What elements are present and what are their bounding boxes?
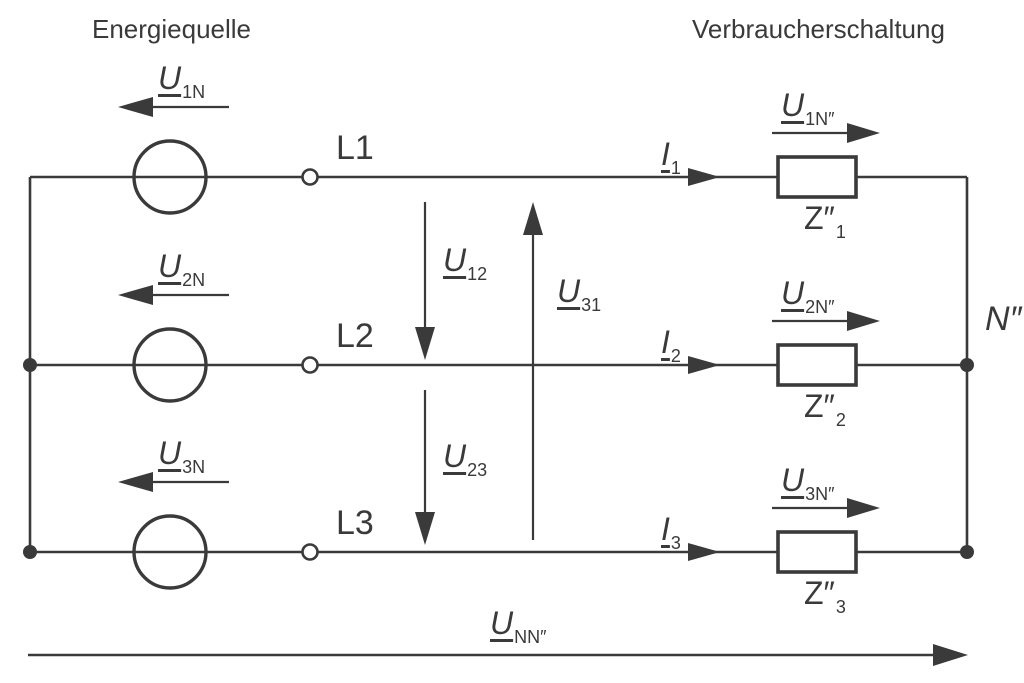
junction-dot-neutral-l2 [960,358,974,372]
voltage-arrow-u23 [415,390,435,545]
voltage-arrow-u1n [118,97,229,117]
subscript: 3 [670,533,681,553]
label-voltage-u1n: U1N [158,62,205,101]
symbol: Z″ [804,200,835,236]
symbol: U [781,87,805,123]
symbol: I [661,136,670,172]
label-line-l3: L3 [336,504,374,542]
label-impedance-z3: Z″3 [804,577,846,616]
label-line-l1: L1 [336,129,374,167]
subscript: 2N″ [805,297,835,317]
subscript: 31 [581,295,602,315]
subscript: NN″ [514,627,547,647]
label-current-i2: I2 [661,326,681,365]
label-voltage-u2n2: U2N″ [781,277,835,316]
label-voltage-u2n: U2N [158,250,205,289]
source-circle-phase2 [132,327,208,403]
subscript: 1N″ [805,109,835,129]
current-arrow-i1 [688,168,720,186]
label-current-i3: I3 [661,513,681,552]
label-voltage-unn2: UNN″ [490,607,546,646]
symbol: U [557,273,581,309]
voltage-arrow-u1n2 [772,123,880,143]
subscript: 2 [670,346,681,366]
voltage-arrow-unn2 [28,644,968,666]
voltage-arrow-u12 [415,202,435,360]
label-voltage-u23: U23 [443,440,487,479]
impedance-box-z1 [776,155,858,199]
label-voltage-u3n: U3N [158,437,205,476]
symbol: U [443,438,467,474]
symbol: U [158,248,182,284]
subscript: 12 [467,264,488,284]
symbol: Z″ [804,575,835,611]
junction-dot-left-l3 [23,545,37,559]
label-voltage-u3n2: U3N″ [781,464,835,503]
subscript: 2 [835,410,846,430]
label-neutral-node: N″ [985,300,1022,338]
junction-dot-left-l2 [23,358,37,372]
symbol: Z″ [804,388,835,424]
symbol: U [158,60,182,96]
title-energy-source: Energiequelle [92,14,252,44]
symbol: U [443,242,467,278]
terminal-l2 [301,356,319,374]
label-voltage-u1n2: U1N″ [781,89,835,128]
symbol: U [158,435,182,471]
subscript: 3N″ [805,484,835,504]
subscript: 23 [467,460,488,480]
current-arrow-i3 [688,543,720,561]
terminal-l1 [301,168,319,186]
symbol: U [490,605,514,641]
source-circle-phase3 [132,514,208,590]
subscript: 3N [182,457,206,477]
subscript: 3 [835,597,846,617]
terminal-l3 [301,543,319,561]
voltage-arrow-u31 [523,202,543,540]
subscript: 2N [182,270,206,290]
label-voltage-u31: U31 [557,275,601,314]
symbol: U [781,462,805,498]
voltage-arrow-u3n [118,472,229,492]
subscript: 1 [670,158,681,178]
symbol: U [781,275,805,311]
subscript: 1 [835,222,846,242]
impedance-box-z3 [776,530,858,574]
symbol: I [661,324,670,360]
title-load-circuit: Verbraucherschaltung [692,14,945,44]
source-circle-phase1 [132,139,208,215]
voltage-arrow-u2n2 [772,311,880,331]
voltage-arrow-u3n2 [772,498,880,518]
impedance-box-z2 [776,343,858,387]
label-line-l2: L2 [336,317,374,355]
label-impedance-z1: Z″1 [804,202,846,241]
symbol: I [661,511,670,547]
label-voltage-u12: U12 [443,244,487,283]
voltage-arrow-u2n [118,285,229,305]
label-current-i1: I1 [661,138,681,177]
current-arrow-i2 [688,356,720,374]
subscript: 1N [182,82,206,102]
label-impedance-z2: Z″2 [804,390,846,429]
junction-dot-neutral-l3 [960,545,974,559]
